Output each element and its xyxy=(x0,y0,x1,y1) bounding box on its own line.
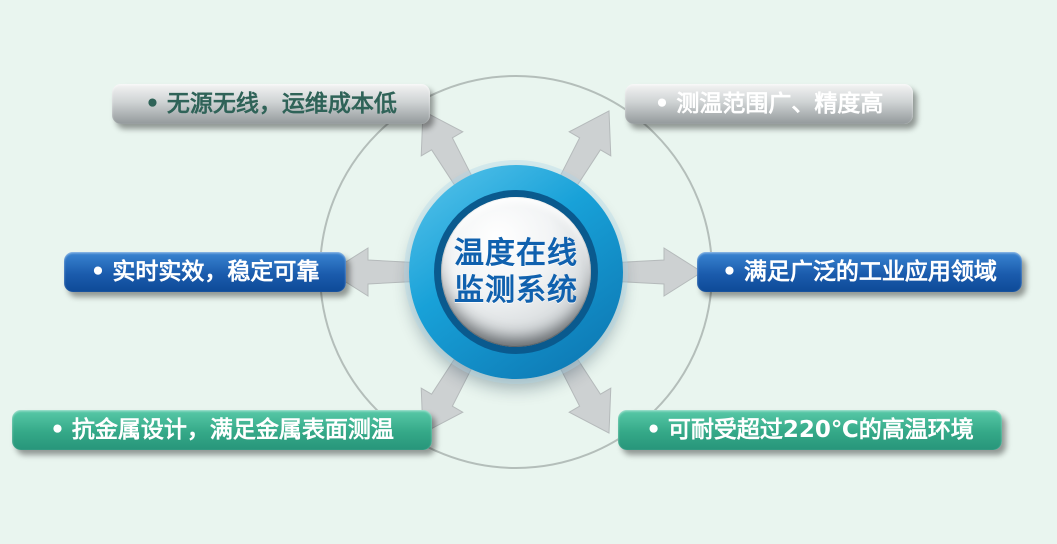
center-hub: 温度在线 监测系统 xyxy=(409,165,623,379)
feature-label-passive-wireless: •无源无线，运维成本低 xyxy=(112,84,430,124)
hub-inner-ring: 温度在线 监测系统 xyxy=(434,190,598,354)
bullet-icon: • xyxy=(722,259,737,285)
feature-text: 测温范围广、精度高 xyxy=(676,91,884,117)
hub-title-line2: 监测系统 xyxy=(454,273,578,308)
feature-label-high-temperature: •可耐受超过220℃的高温环境 xyxy=(618,410,1002,450)
bullet-icon: • xyxy=(50,417,65,443)
feature-text: 可耐受超过220℃的高温环境 xyxy=(667,417,974,443)
feature-label-anti-metal-design: •抗金属设计，满足金属表面测温 xyxy=(12,410,432,450)
feature-text: 实时实效，稳定可靠 xyxy=(112,259,320,285)
hub-outer-ring: 温度在线 监测系统 xyxy=(409,165,623,379)
bullet-icon: • xyxy=(646,417,661,443)
feature-text: 抗金属设计，满足金属表面测温 xyxy=(71,417,394,443)
feature-label-realtime-reliable: •实时实效，稳定可靠 xyxy=(64,252,346,292)
hub-title-line1: 温度在线 xyxy=(454,235,578,271)
feature-text: 满足广泛的工业应用领域 xyxy=(743,259,997,285)
bullet-icon: • xyxy=(654,91,670,117)
hub-title: 温度在线 监测系统 xyxy=(454,235,578,310)
feature-label-industrial-applications: •满足广泛的工业应用领域 xyxy=(697,252,1022,292)
bullet-icon: • xyxy=(90,259,106,285)
feature-label-measure-range: •测温范围广、精度高 xyxy=(625,84,913,124)
hub-core: 温度在线 监测系统 xyxy=(441,197,591,347)
feature-text: 无源无线，运维成本低 xyxy=(166,91,397,117)
bullet-icon: • xyxy=(145,91,160,117)
